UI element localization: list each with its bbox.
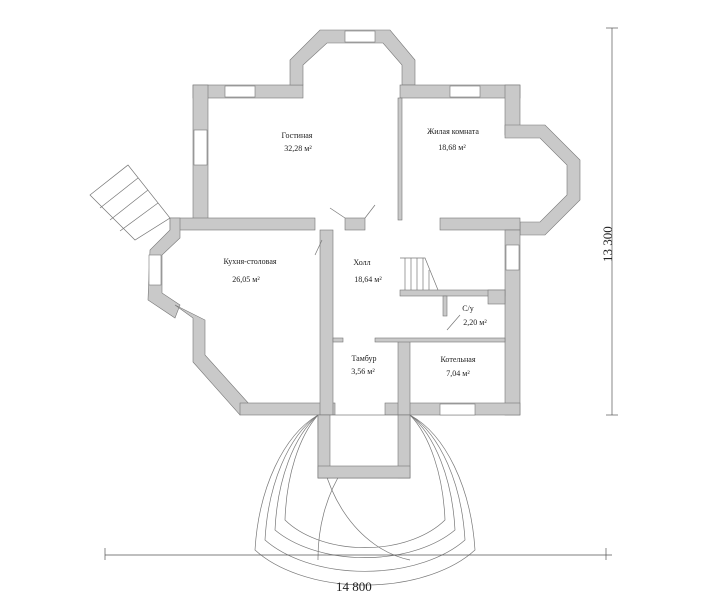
room-area-gostinaya: 32,28 м² bbox=[284, 144, 312, 153]
room-name-tambur: Тамбур bbox=[351, 354, 377, 363]
room-name-kitchen: Кухня-столовая bbox=[223, 257, 277, 266]
room-name-zhilaya: Жилая комната bbox=[427, 127, 479, 136]
room-area-wc: 2,20 м² bbox=[463, 318, 487, 327]
room-name-gostinaya: Гостиная bbox=[281, 131, 313, 140]
windows bbox=[148, 30, 520, 416]
dimension-lines bbox=[104, 27, 618, 560]
porch-columns bbox=[317, 414, 411, 479]
width-dimension: 14 800 bbox=[336, 579, 372, 594]
room-area-kitchen: 26,05 м² bbox=[232, 275, 260, 284]
room-area-tambur: 3,56 м² bbox=[351, 367, 375, 376]
room-name-boiler: Котельная bbox=[440, 355, 476, 364]
room-area-boiler: 7,04 м² bbox=[446, 369, 470, 378]
room-name-wc: С/у bbox=[462, 304, 474, 313]
room-area-hall: 18,64 м² bbox=[354, 275, 382, 284]
room-area-zhilaya: 18,68 м² bbox=[438, 143, 466, 152]
room-name-hall: Холл bbox=[353, 258, 371, 267]
height-dimension: 13 300 bbox=[600, 226, 615, 262]
walls bbox=[147, 29, 581, 416]
